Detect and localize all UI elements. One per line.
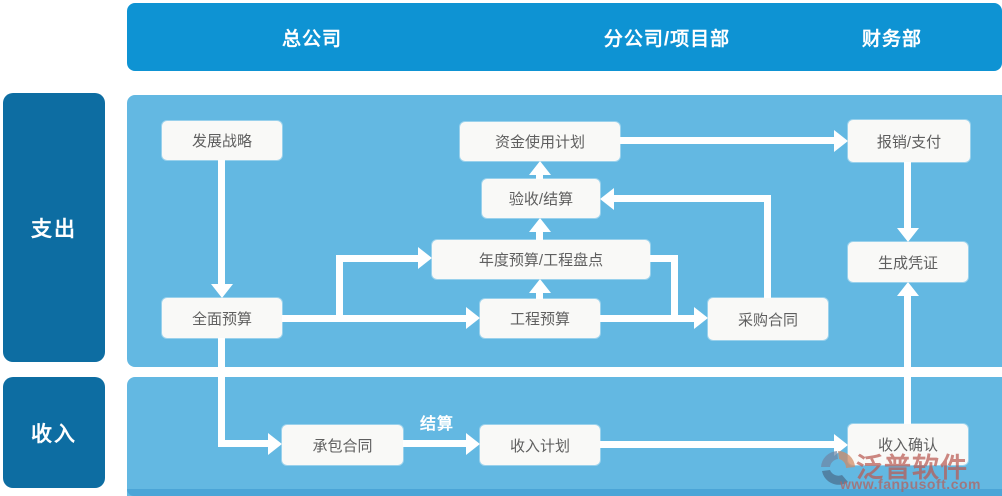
node-purchase-contract: 采购合同 [708, 298, 828, 340]
column-header-branch-project: 分公司/项目部 [603, 28, 731, 50]
line-strategy-to-overall-budget [218, 160, 225, 284]
line-overall-budget-down [218, 338, 225, 444]
node-contract-out: 承包合同 [282, 425, 403, 465]
arrowhead-right-purchase [694, 307, 708, 329]
node-development-strategy: 发展战略 [162, 121, 282, 160]
line-project-budget-to-annual-budget [536, 291, 543, 300]
line-annual-budget-right-stub [650, 255, 678, 262]
arrowhead-right-income-plan [466, 433, 480, 455]
column-header-finance-dept: 财务部 [861, 28, 922, 50]
node-generate-voucher: 生成凭证 [848, 242, 968, 282]
lane-label-expense: 支出 [3, 93, 105, 362]
line-branch-right-annual-budget [336, 255, 418, 262]
line-annual-budget-to-acceptance [536, 230, 543, 240]
node-acceptance-settlement: 验收/结算 [482, 179, 600, 218]
line-income-plan-to-income-confirm [600, 441, 834, 448]
arrowhead-right-contract-out [268, 433, 282, 455]
column-header-bar: 总公司 分公司/项目部 财务部 [127, 3, 1002, 71]
column-header-head-office: 总公司 [281, 28, 342, 50]
line-branch-up-annual-budget [336, 258, 343, 322]
line-right-to-contract-out [218, 440, 272, 447]
arrowhead-left-acceptance [600, 188, 614, 210]
arrowhead-right-reimburse [834, 130, 848, 152]
arrowhead-up-voucher [897, 282, 919, 296]
line-overall-budget-to-project-budget [282, 315, 466, 322]
node-overall-budget: 全面预算 [162, 298, 282, 338]
arrowhead-down-overall-budget [211, 284, 233, 298]
node-reimburse-pay: 报销/支付 [848, 120, 970, 162]
line-fund-use-plan-to-reimburse [620, 137, 834, 144]
panel-bottom-edge [127, 489, 1002, 496]
line-acceptance-to-fund-use-plan [536, 172, 543, 179]
line-contract-out-to-income-plan [403, 440, 466, 447]
arrowhead-up-annual-budget [529, 279, 551, 293]
arrowhead-down-voucher [897, 228, 919, 242]
node-fund-use-plan: 资金使用计划 [460, 122, 620, 161]
line-income-confirm-up [904, 296, 911, 424]
node-project-budget: 工程预算 [480, 299, 600, 338]
line-purchase-left-to-acceptance [614, 195, 771, 202]
arrowhead-up-acceptance [529, 218, 551, 232]
line-project-budget-to-purchase [600, 315, 694, 322]
edge-label-settlement: 结算 [419, 416, 454, 433]
node-income-confirm: 收入确认 [848, 424, 968, 465]
node-income-plan: 收入计划 [480, 425, 600, 465]
lane-label-income: 收入 [3, 377, 105, 488]
line-annual-budget-down [671, 255, 678, 318]
node-annual-budget-inventory: 年度预算/工程盘点 [432, 240, 650, 279]
line-reimburse-to-voucher [904, 162, 911, 228]
arrowhead-up-fund-use-plan [529, 161, 551, 175]
arrowhead-right-income-confirm [834, 434, 848, 456]
line-purchase-up [764, 199, 771, 298]
arrowhead-right-annual-budget [418, 247, 432, 269]
arrowhead-right-project-budget [466, 307, 480, 329]
